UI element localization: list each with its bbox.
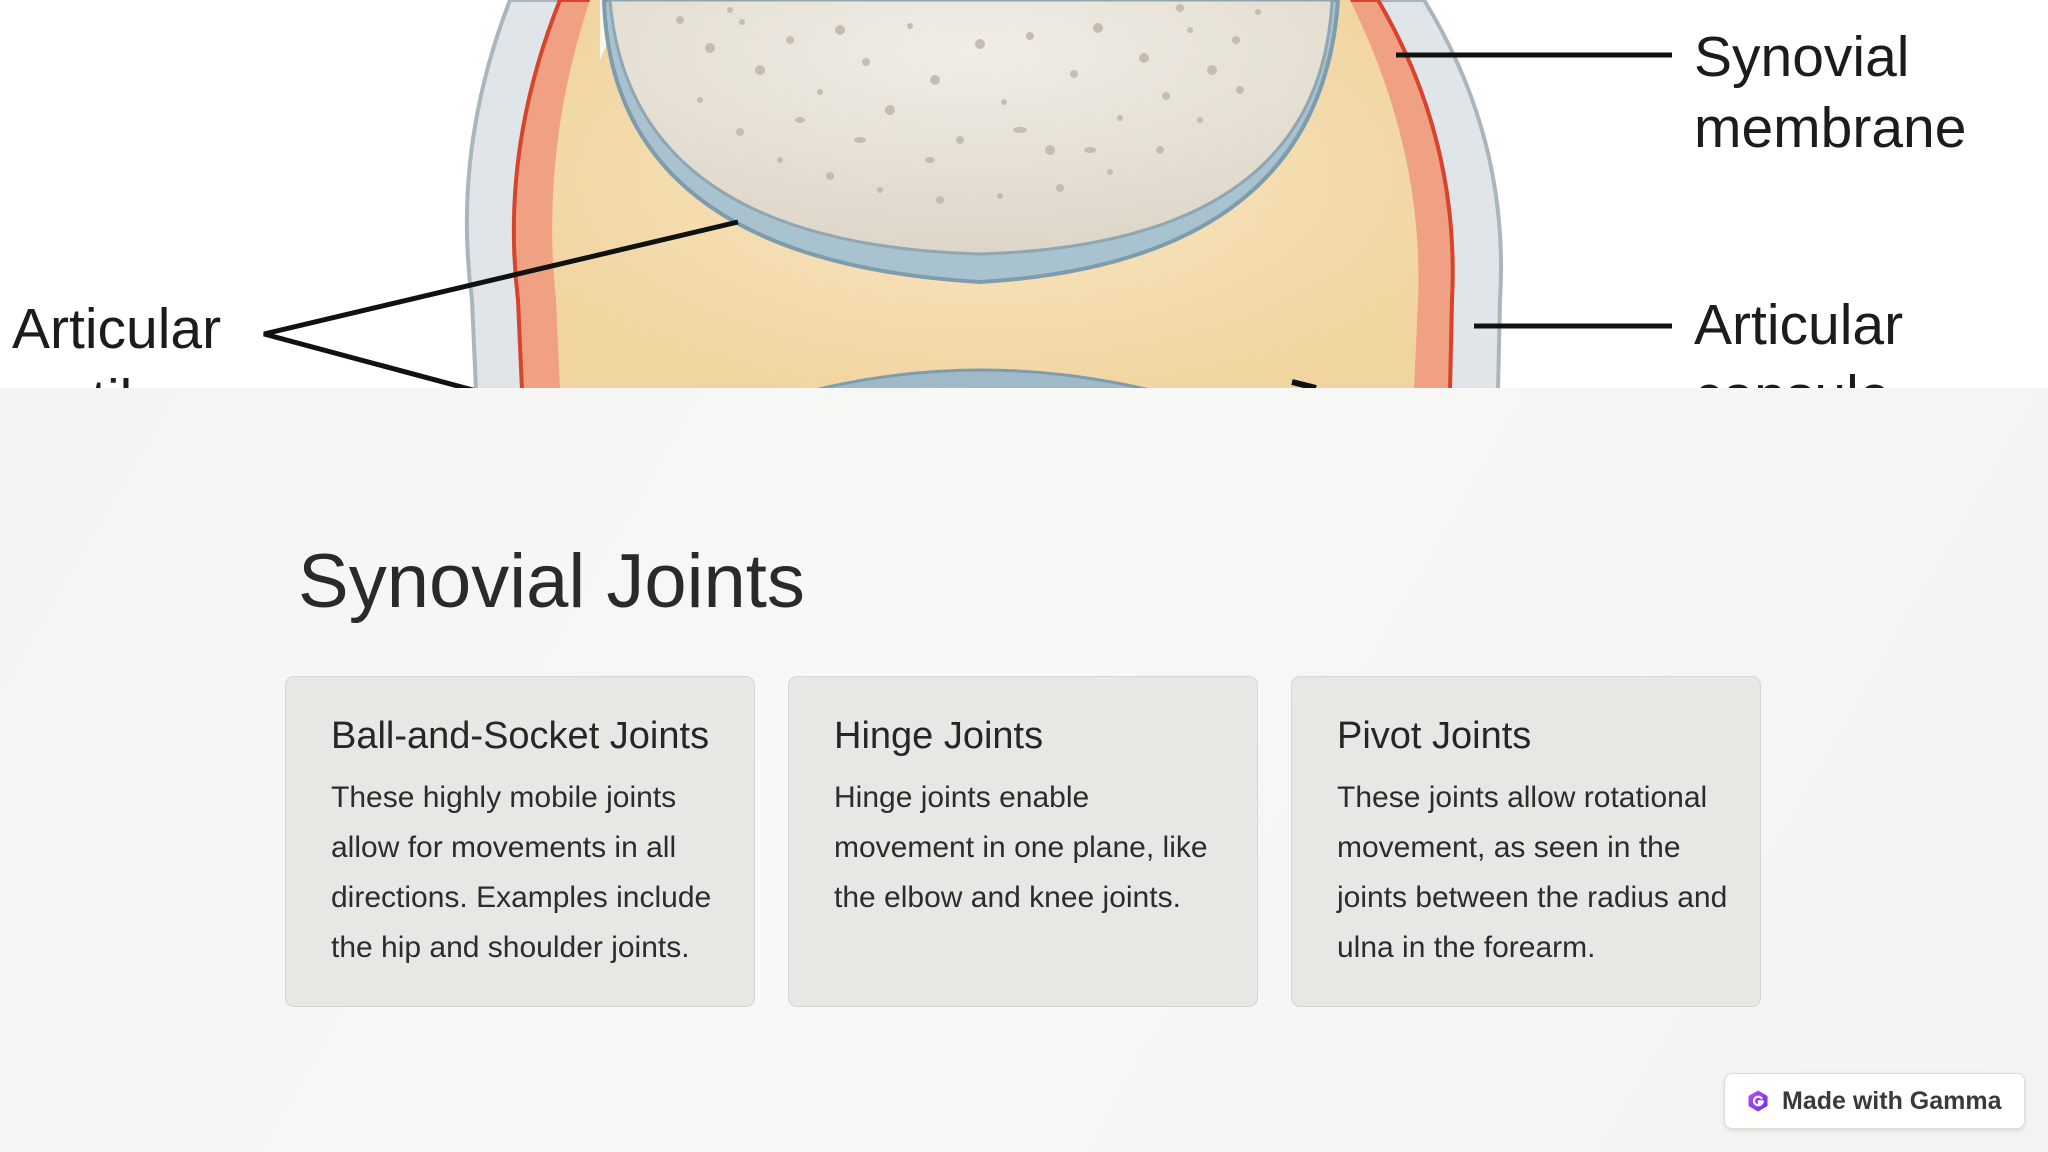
label-articular-capsule: Articular capsule [1694, 290, 1903, 388]
label-articular-cartilage-line1: Articular [12, 297, 222, 361]
label-synovial-membrane: Synovial membrane [1694, 22, 1966, 165]
card-body: These highly mobile joints allow for mov… [331, 781, 712, 964]
label-synovial-membrane-line2: membrane [1694, 96, 1967, 161]
made-with-gamma-button[interactable]: Made with Gamma [1724, 1073, 2025, 1129]
page-title: Synovial Joints [298, 539, 805, 624]
card-title: Ball-and-Socket Joints [331, 715, 710, 757]
content-section: Synovial Joints Ball-and-Socket Joints T… [0, 388, 2048, 1152]
card-body: These joints allow rotational movement, … [1337, 781, 1728, 964]
label-articular-cartilage-line2: cartilage [12, 365, 227, 388]
arrowhead-joint-cavity [1291, 379, 1317, 388]
label-synovial-membrane-line1: Synovial [1694, 25, 1910, 89]
synovial-joint-illustration [263, 0, 1672, 388]
card-body: Hinge joints enable movement in one plan… [834, 781, 1208, 914]
card-pivot: Pivot Joints These joints allow rotation… [1291, 676, 1761, 1007]
card-title: Hinge Joints [834, 715, 1044, 757]
card-title: Pivot Joints [1337, 715, 1532, 757]
joint-diagram-image: Synovial membrane Articular capsule Arti… [0, 0, 2048, 388]
leader-line-articular-cartilage [263, 219, 739, 388]
card-hinge: Hinge Joints Hinge joints enable movemen… [788, 676, 1258, 1007]
label-articular-cartilage: Articular cartilage [12, 294, 227, 388]
label-articular-capsule-line2: capsule [1694, 361, 1903, 388]
made-with-gamma-label: Made with Gamma [1782, 1086, 2002, 1115]
label-articular-capsule-line1: Articular [1694, 293, 1904, 357]
card-ball-and-socket: Ball-and-Socket Joints These highly mobi… [285, 676, 755, 1007]
gamma-logo-icon [1746, 1089, 1770, 1113]
